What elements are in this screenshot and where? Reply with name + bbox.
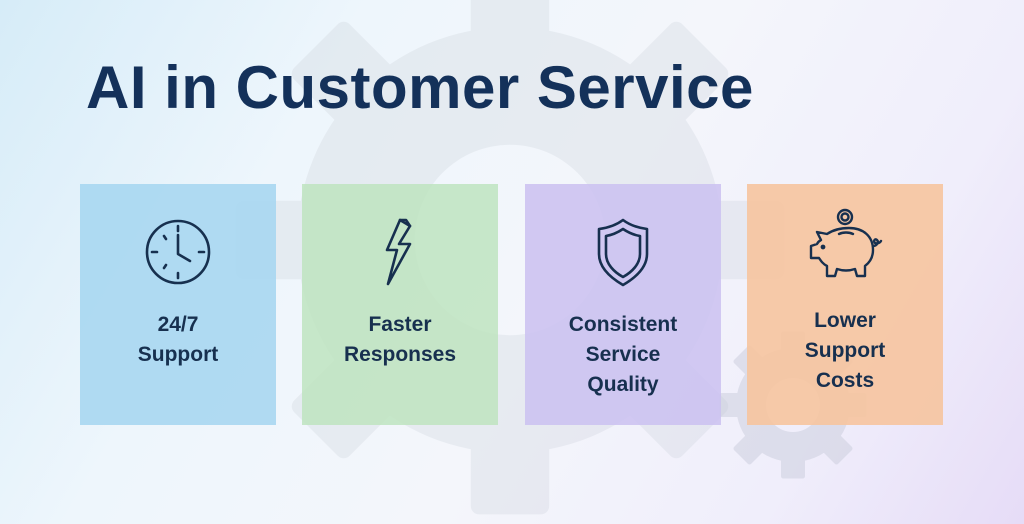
card-label: Consistent Service Quality bbox=[533, 310, 713, 400]
card-label: Faster Responses bbox=[310, 310, 490, 370]
card-label-line: Responses bbox=[343, 343, 457, 366]
card-label-line: Faster bbox=[368, 313, 432, 336]
card-label: Lower Support Costs bbox=[755, 306, 935, 396]
card-label-line: Quality bbox=[587, 373, 659, 396]
piggy-bank-icon bbox=[809, 208, 883, 278]
shield-icon bbox=[597, 218, 649, 287]
card-label-line: Costs bbox=[815, 369, 875, 392]
clock-icon bbox=[145, 219, 211, 285]
card-24-7-support: 24/7 Support bbox=[80, 184, 276, 425]
card-label-line: Support bbox=[137, 343, 219, 366]
card-label-line: Service bbox=[585, 343, 661, 366]
card-lower-support-costs: Lower Support Costs bbox=[747, 184, 943, 425]
card-label-line: Support bbox=[804, 339, 886, 362]
card-consistent-service-quality: Consistent Service Quality bbox=[525, 184, 721, 425]
card-label-line: 24/7 bbox=[157, 313, 199, 336]
page-title: AI in Customer Service bbox=[86, 54, 754, 121]
card-faster-responses: Faster Responses bbox=[302, 184, 498, 425]
card-label-line: Lower bbox=[814, 309, 876, 332]
lightning-bolt-icon bbox=[385, 218, 412, 286]
card-label-line: Consistent bbox=[568, 313, 678, 336]
card-label: 24/7 Support bbox=[88, 310, 268, 370]
